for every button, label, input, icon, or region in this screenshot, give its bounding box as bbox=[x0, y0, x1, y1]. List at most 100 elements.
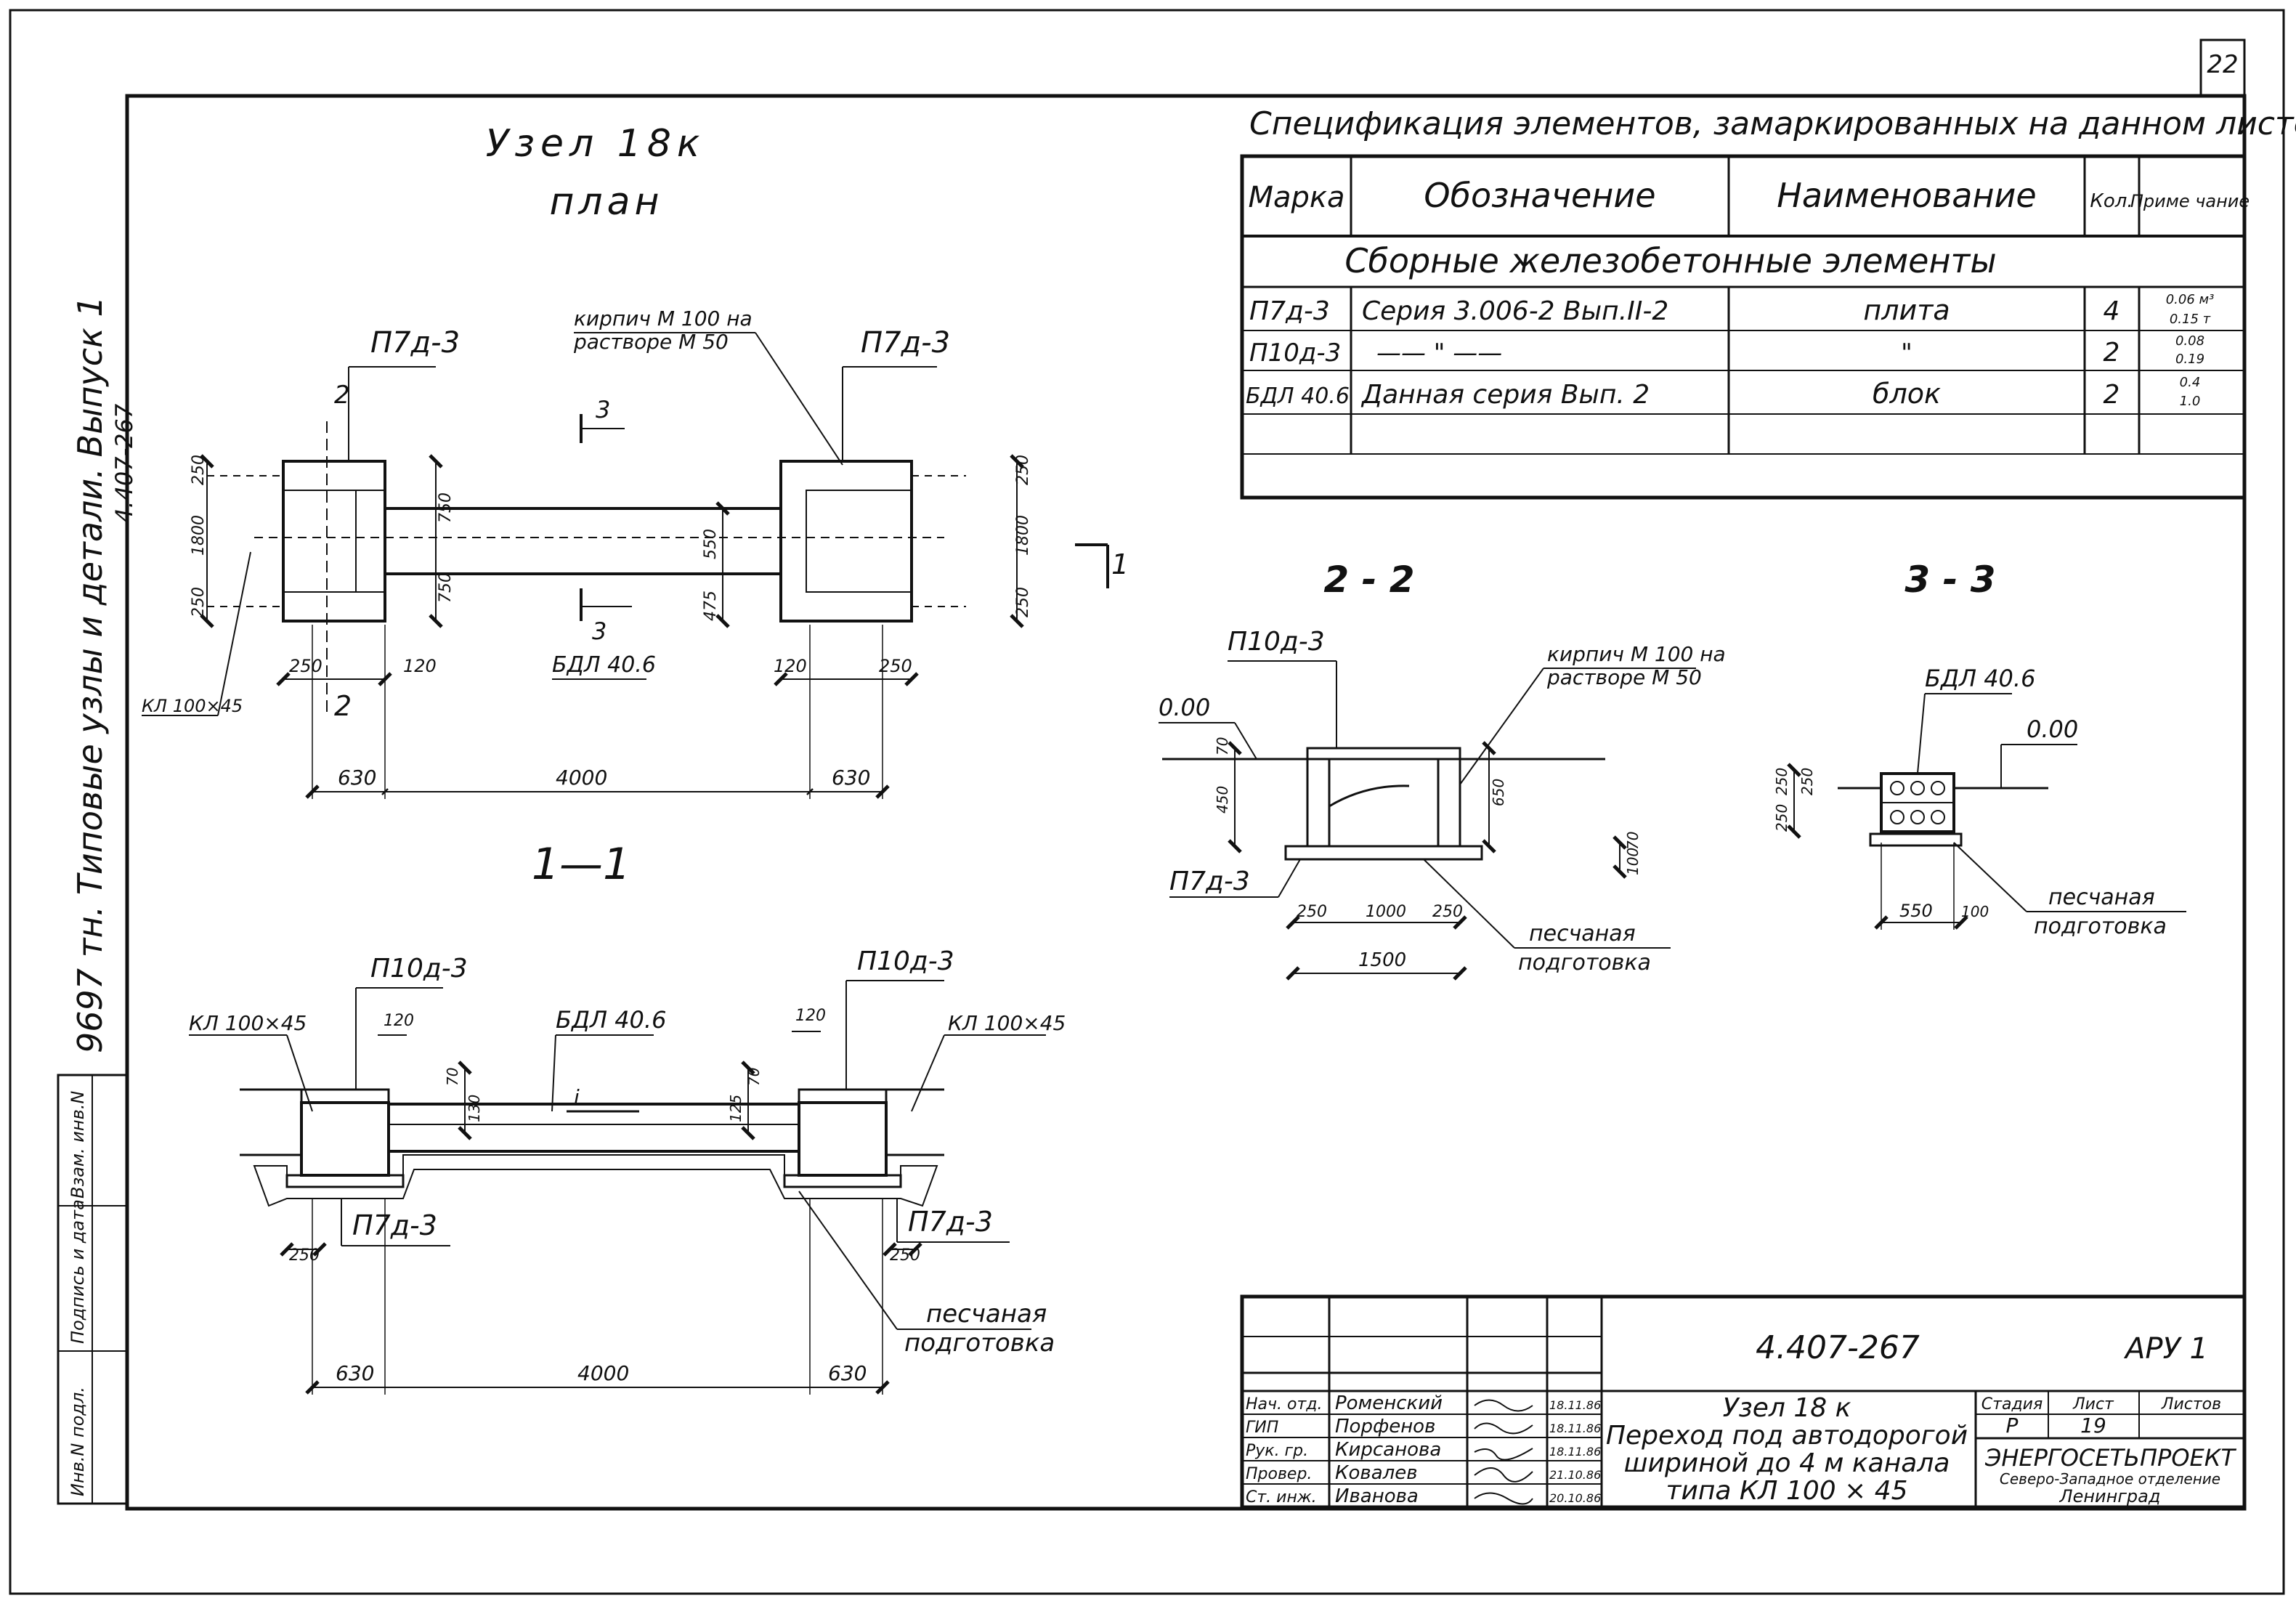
spec-title: Спецификация элементов, замаркированных … bbox=[1249, 105, 2296, 142]
titleblock-role: Рук. гр. bbox=[1246, 1442, 1308, 1460]
plan-label-p7-right: П7д-3 bbox=[861, 326, 950, 360]
titleblock-date: 20.10.86 bbox=[1549, 1491, 1601, 1505]
titleblock-apu: АРУ 1 bbox=[2123, 1332, 2208, 1366]
slab-p7-left bbox=[285, 1174, 405, 1188]
titleblock-name: Иванова bbox=[1335, 1485, 1419, 1507]
plan-dim-1800-left: 1800 bbox=[190, 515, 208, 556]
signature bbox=[1474, 1399, 1533, 1412]
plan-dim-1800-right: 1800 bbox=[1014, 515, 1032, 556]
slab-p7-right bbox=[783, 1174, 902, 1188]
titleblock-code: 4.407-267 bbox=[1756, 1329, 1920, 1366]
s11-dim-130: 130 bbox=[466, 1095, 483, 1122]
titleblock-role: ГИП bbox=[1246, 1419, 1278, 1437]
signature bbox=[1474, 1467, 1533, 1483]
spec-row-qty: 2 bbox=[2104, 380, 2120, 410]
titleblock-sheets-header: Листов bbox=[2161, 1395, 2221, 1414]
spec-row-name: " bbox=[1901, 338, 1912, 368]
section33-title: 3 - 3 bbox=[1904, 559, 1995, 601]
titleblock-org-line1: ЭНЕРГОСЕТЬПРОЕКТ bbox=[1984, 1444, 2236, 1472]
plan-dim-250-top-right: 250 bbox=[1014, 455, 1032, 485]
s11-dim-250-right: 250 bbox=[890, 1246, 920, 1265]
titleblock-name: Порфенов bbox=[1335, 1416, 1435, 1437]
s11-label-sand-1: песчаная bbox=[926, 1299, 1047, 1329]
plan-dimensions: 630 4000 630 250 120 120 250 250 1800 25… bbox=[190, 454, 1032, 799]
spec-row-mark: П7д-3 bbox=[1249, 296, 1330, 326]
s22-label-p7: П7д-3 bbox=[1169, 867, 1250, 896]
spec-row-designation: Серия 3.006-2 Вып.II-2 bbox=[1362, 296, 1668, 326]
svg-text:3: 3 bbox=[596, 396, 610, 423]
spec-header-mark: Марка bbox=[1248, 181, 1344, 214]
s11-dimensions: 630 4000 630 120 120 70 130 70 125 250 2… bbox=[280, 1007, 922, 1395]
s22-slab-bottom bbox=[1284, 845, 1483, 861]
plan-dim-250-right: 250 bbox=[879, 656, 912, 676]
plan-dim-630-left: 630 bbox=[338, 766, 376, 790]
cut-marker-1: 1 bbox=[1075, 543, 1129, 588]
spec-row-note-top: 0.08 bbox=[2175, 333, 2204, 349]
spec-row-note-bottom: 1.0 bbox=[2180, 394, 2201, 409]
titleblock-date: 18.11.86 bbox=[1549, 1398, 1601, 1412]
titleblock-date: 18.11.86 bbox=[1549, 1445, 1601, 1459]
plan-dim-120-left: 120 bbox=[403, 656, 437, 676]
plan-dim-750-bottom: 750 bbox=[437, 572, 455, 603]
s22-dimensions: 250 1000 250 1500 70 450 650 70 100 bbox=[1214, 737, 1642, 981]
section22-title: 2 - 2 bbox=[1323, 559, 1414, 601]
right-chamber-outline bbox=[779, 460, 913, 622]
s11-dim-250-left: 250 bbox=[289, 1246, 320, 1265]
signature bbox=[1474, 1448, 1533, 1461]
spec-row-name: плита bbox=[1863, 294, 1950, 326]
spec-row: БДЛ 40.6 Данная серия Вып. 2 блок 2 0.4 … bbox=[1246, 375, 2200, 410]
spec-row-note-bottom: 0.19 bbox=[2175, 352, 2204, 367]
plan-label-p7-left: П7д-3 bbox=[370, 326, 460, 360]
plan-dim-250-bot-right: 250 bbox=[1014, 587, 1032, 617]
s33-dim-250-mid: 250 bbox=[1798, 768, 1816, 795]
spec-table: Спецификация элементов, замаркированных … bbox=[1240, 105, 2296, 500]
s22-label-000: 0.00 bbox=[1159, 694, 1210, 721]
s11-dim-4000: 4000 bbox=[577, 1361, 629, 1385]
s11-dim-120-right: 120 bbox=[795, 1007, 826, 1025]
plan-title-line1: Узел 18к bbox=[486, 122, 706, 166]
spec-row-qty: 4 bbox=[2104, 296, 2120, 326]
side-stamp-sign: Подпись и дата bbox=[68, 1199, 88, 1344]
s11-label-p7-left: П7д-3 bbox=[352, 1209, 437, 1241]
plan-dim-550: 550 bbox=[702, 529, 720, 559]
plan-dim-120-right: 120 bbox=[774, 656, 807, 676]
titleblock-name: Роменский bbox=[1335, 1392, 1443, 1414]
left-chamber-outline bbox=[282, 460, 386, 622]
s22-dim-1500: 1500 bbox=[1358, 949, 1406, 971]
svg-text:2: 2 bbox=[334, 381, 350, 410]
s22-dim-250-left: 250 bbox=[1297, 903, 1327, 921]
cut-marker-2: 2 2 bbox=[326, 381, 352, 722]
side-margin-title: 9697 тн. Типовые узлы и детали. Выпуск 1 bbox=[70, 296, 110, 1053]
side-stamp-replace: Взам. инв.N bbox=[68, 1091, 88, 1199]
signature bbox=[1474, 1422, 1533, 1435]
side-margin-code: 4.407-267 bbox=[110, 403, 138, 523]
spec-row-mark: БДЛ 40.6 bbox=[1246, 384, 1350, 409]
spec-row-qty: 2 bbox=[2104, 338, 2120, 368]
spec-section: Сборные железобетонные элементы bbox=[1344, 241, 1996, 280]
plan-dim-630-right: 630 bbox=[832, 766, 870, 790]
s22-label-brick-1: кирпич М 100 на bbox=[1547, 642, 1726, 666]
titleblock-stage-value: Р bbox=[2006, 1414, 2019, 1437]
cut-marker-3: 3 3 bbox=[580, 396, 632, 645]
plan-label-bdl: БДЛ 40.6 bbox=[552, 652, 656, 678]
s22-dim-1000: 1000 bbox=[1366, 903, 1406, 921]
s11-label-p10-left: П10д-3 bbox=[370, 954, 468, 984]
slab-p10-left bbox=[300, 1088, 390, 1104]
s11-label-kl-right: КЛ 100×45 bbox=[948, 1011, 1066, 1035]
plan-label-kl: КЛ 100×45 bbox=[142, 696, 243, 716]
side-stamp-inv: Инв.N подл. bbox=[68, 1387, 88, 1496]
s33-label-bdl: БДЛ 40.6 bbox=[1925, 665, 2035, 692]
plan-dim-475: 475 bbox=[702, 591, 720, 621]
titleblock-role: Провер. bbox=[1246, 1465, 1312, 1483]
spec-header-name: Наименование bbox=[1777, 176, 2036, 215]
spec-row-note-top: 0.06 м³ bbox=[2166, 292, 2215, 307]
s11-label-p10-right: П10д-3 bbox=[857, 946, 954, 976]
titleblock-org-line3: Ленинград bbox=[2059, 1486, 2161, 1506]
plan-label-brick-2: растворе М 50 bbox=[573, 330, 729, 354]
side-stamp: Инв.N подл. Подпись и дата Взам. инв.N bbox=[57, 1074, 129, 1505]
section-2-2: 2 - 2 П10д-3 0.00 кирпич М 100 на раство… bbox=[1159, 559, 1726, 981]
s11-label-p7-right: П7д-3 bbox=[908, 1206, 993, 1238]
s33-label-000: 0.00 bbox=[2027, 715, 2078, 743]
block-bdl bbox=[387, 1103, 800, 1153]
